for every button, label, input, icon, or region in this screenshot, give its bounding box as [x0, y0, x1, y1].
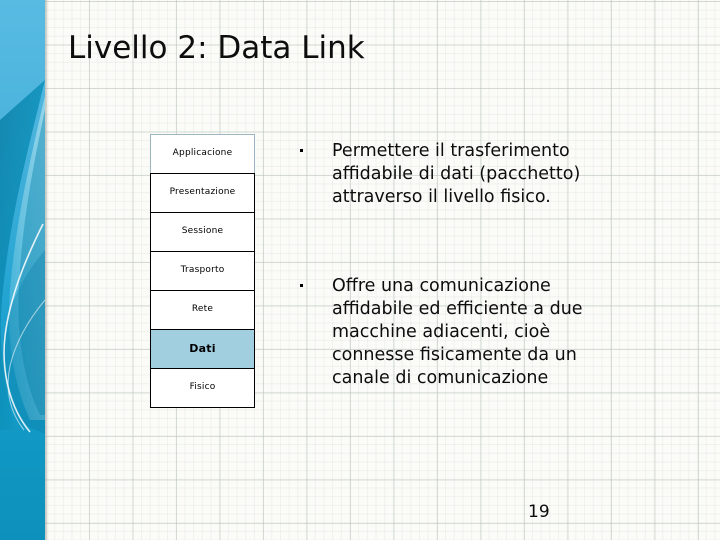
table-row: Fisico	[150, 368, 255, 408]
table-row: Trasporto	[150, 251, 255, 291]
table-row: Rete	[150, 290, 255, 330]
osi-layer-sessione[interactable]: Sessione	[150, 212, 255, 252]
bullet-item-1: Permettere il trasferimento affidabile d…	[300, 140, 630, 209]
table-row: Presentazione	[150, 173, 255, 213]
page-number: 19	[528, 502, 550, 522]
osi-layer-applicazione[interactable]: Applicacione	[150, 134, 255, 174]
bullet-text-2: Offre una comunicazione affidabile ed ef…	[332, 276, 583, 388]
osi-layer-dati[interactable]: Dati	[150, 329, 255, 369]
sidebar-edge-shadow	[45, 0, 49, 540]
table-row: Dati	[150, 329, 255, 369]
osi-layer-presentazione[interactable]: Presentazione	[150, 173, 255, 213]
decorative-sidebar-graphic	[0, 0, 45, 540]
bullet-text-1: Permettere il trasferimento affidabile d…	[332, 141, 581, 207]
osi-layer-stack: Applicacione Presentazione Sessione Tras…	[150, 134, 255, 408]
osi-layer-rete[interactable]: Rete	[150, 290, 255, 330]
osi-layer-trasporto[interactable]: Trasporto	[150, 251, 255, 291]
bullet-item-2: Offre una comunicazione affidabile ed ef…	[300, 275, 630, 390]
page-title: Livello 2: Data Link	[68, 30, 365, 66]
osi-layer-fisico[interactable]: Fisico	[150, 368, 255, 408]
table-row: Sessione	[150, 212, 255, 252]
table-row: Applicacione	[150, 134, 255, 174]
square-bullet-icon	[300, 284, 303, 287]
square-bullet-icon	[300, 149, 303, 152]
